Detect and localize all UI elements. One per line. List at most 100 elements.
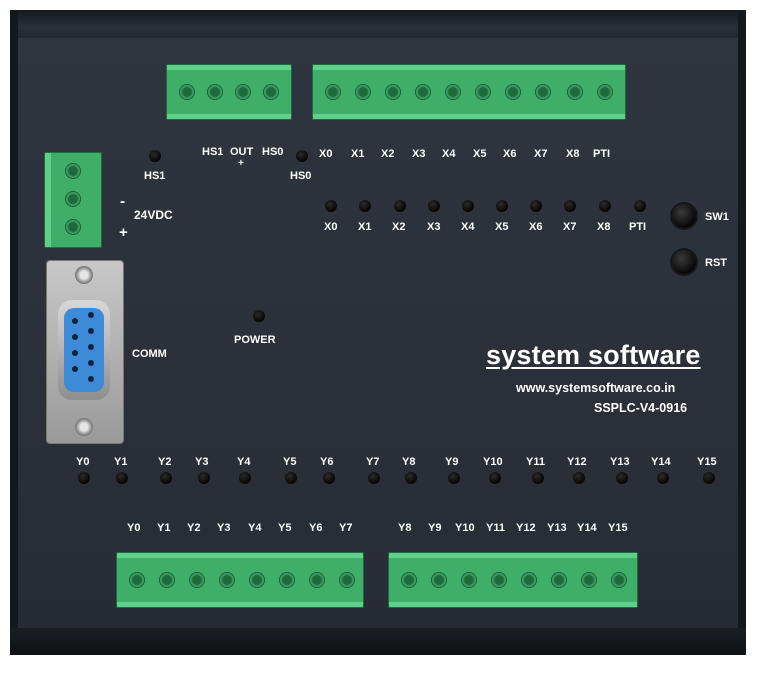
x5-terminal-label: X5 xyxy=(473,148,487,160)
y10-terminal-label: Y10 xyxy=(455,522,475,534)
x0-led-label: X0 xyxy=(324,221,338,233)
device-right-rim xyxy=(738,10,746,655)
y8-led-label: Y8 xyxy=(402,456,416,468)
comm-port[interactable] xyxy=(64,308,104,392)
x0-led xyxy=(325,200,337,212)
brand-name: system software xyxy=(486,340,701,370)
device-left-rim xyxy=(10,10,18,655)
x7-terminal-label: X7 xyxy=(534,148,548,160)
y9-terminal-label: Y9 xyxy=(428,522,442,534)
x4-led xyxy=(462,200,474,212)
x6-led xyxy=(530,200,542,212)
y6-terminal-label: Y6 xyxy=(309,522,323,534)
y11-terminal-label: Y11 xyxy=(486,522,505,534)
hs0-led-label: HS0 xyxy=(290,170,312,182)
hs0-terminal-label: HS0 xyxy=(262,146,284,158)
hs1-terminal-label: HS1 xyxy=(202,146,224,158)
db9-pin-icon xyxy=(88,360,94,366)
y2-terminal-label: Y2 xyxy=(187,522,201,534)
x2-led-label: X2 xyxy=(392,221,406,233)
y9-led xyxy=(448,472,460,484)
y10-led-label: Y10 xyxy=(483,456,503,468)
y7-led-label: Y7 xyxy=(366,456,380,468)
db9-pin-icon xyxy=(88,312,94,318)
y13-led-label: Y13 xyxy=(610,456,630,468)
db9-pin-icon xyxy=(88,328,94,334)
pti-led xyxy=(634,200,646,212)
y2-led-label: Y2 xyxy=(158,456,172,468)
x6-terminal-label: X6 xyxy=(503,148,517,160)
y6-led-label: Y6 xyxy=(320,456,334,468)
x1-led-label: X1 xyxy=(358,221,372,233)
hs-terminal-block xyxy=(166,64,292,120)
x6-led-label: X6 xyxy=(529,221,543,233)
out-plus-label: + xyxy=(238,158,244,169)
x1-terminal-label: X1 xyxy=(351,148,365,160)
db9-pin-icon xyxy=(88,376,94,382)
y13-terminal-label: Y13 xyxy=(547,522,567,534)
device-front-panel xyxy=(18,38,738,628)
db9-pin-icon xyxy=(72,334,78,340)
y15-led xyxy=(703,472,715,484)
y5-led-label: Y5 xyxy=(283,456,297,468)
y13-led xyxy=(616,472,628,484)
x3-terminal-label: X3 xyxy=(412,148,426,160)
y-high-terminal-block xyxy=(388,552,638,608)
y-low-terminal-block xyxy=(116,552,364,608)
rst-label: RST xyxy=(705,257,727,269)
sw1-button[interactable] xyxy=(672,204,696,228)
y12-led xyxy=(573,472,585,484)
x5-led xyxy=(496,200,508,212)
y4-terminal-label: Y4 xyxy=(248,522,262,534)
hs1-led xyxy=(149,150,161,162)
db9-pin-icon xyxy=(72,318,78,324)
power-terminal-block xyxy=(44,152,102,248)
comm-label: COMM xyxy=(132,348,167,360)
y3-terminal-label: Y3 xyxy=(217,522,231,534)
device-bottom-rim xyxy=(10,628,746,655)
y4-led xyxy=(239,472,251,484)
x2-led xyxy=(394,200,406,212)
x7-led xyxy=(564,200,576,212)
y0-terminal-label: Y0 xyxy=(127,522,141,534)
y1-terminal-label: Y1 xyxy=(157,522,171,534)
y8-led xyxy=(405,472,417,484)
y14-terminal-label: Y14 xyxy=(577,522,597,534)
x4-terminal-label: X4 xyxy=(442,148,456,160)
y12-led-label: Y12 xyxy=(567,456,587,468)
db9-pin-icon xyxy=(72,350,78,356)
pti-terminal-label: PTI xyxy=(593,148,611,160)
y3-led xyxy=(198,472,210,484)
x2-terminal-label: X2 xyxy=(381,148,395,160)
y6-led xyxy=(323,472,335,484)
power-led-label: POWER xyxy=(234,334,276,346)
y8-terminal-label: Y8 xyxy=(398,522,412,534)
y4-led-label: Y4 xyxy=(237,456,251,468)
power-minus-label: - xyxy=(120,193,125,210)
x1-led xyxy=(359,200,371,212)
out-terminal-label: OUT xyxy=(230,146,254,158)
sw1-label: SW1 xyxy=(705,211,729,223)
x8-led xyxy=(599,200,611,212)
y15-terminal-label: Y15 xyxy=(608,522,628,534)
y7-led xyxy=(368,472,380,484)
y1-led-label: Y1 xyxy=(114,456,128,468)
pti-led-label: PTI xyxy=(629,221,647,233)
y11-led-label: Y11 xyxy=(526,456,545,468)
x7-led-label: X7 xyxy=(563,221,577,233)
y0-led xyxy=(78,472,90,484)
x3-led xyxy=(428,200,440,212)
rst-button[interactable] xyxy=(672,250,696,274)
x4-led-label: X4 xyxy=(461,221,475,233)
y9-led-label: Y9 xyxy=(445,456,459,468)
power-led xyxy=(253,310,265,322)
x0-terminal-label: X0 xyxy=(319,148,333,160)
x3-led-label: X3 xyxy=(427,221,441,233)
y1-led xyxy=(116,472,128,484)
x8-led-label: X8 xyxy=(597,221,611,233)
db9-pin-icon xyxy=(88,344,94,350)
y2-led xyxy=(160,472,172,484)
bottom-screw-icon xyxy=(75,418,93,436)
model-number: SSPLC-V4-0916 xyxy=(594,401,688,415)
y12-terminal-label: Y12 xyxy=(516,522,536,534)
